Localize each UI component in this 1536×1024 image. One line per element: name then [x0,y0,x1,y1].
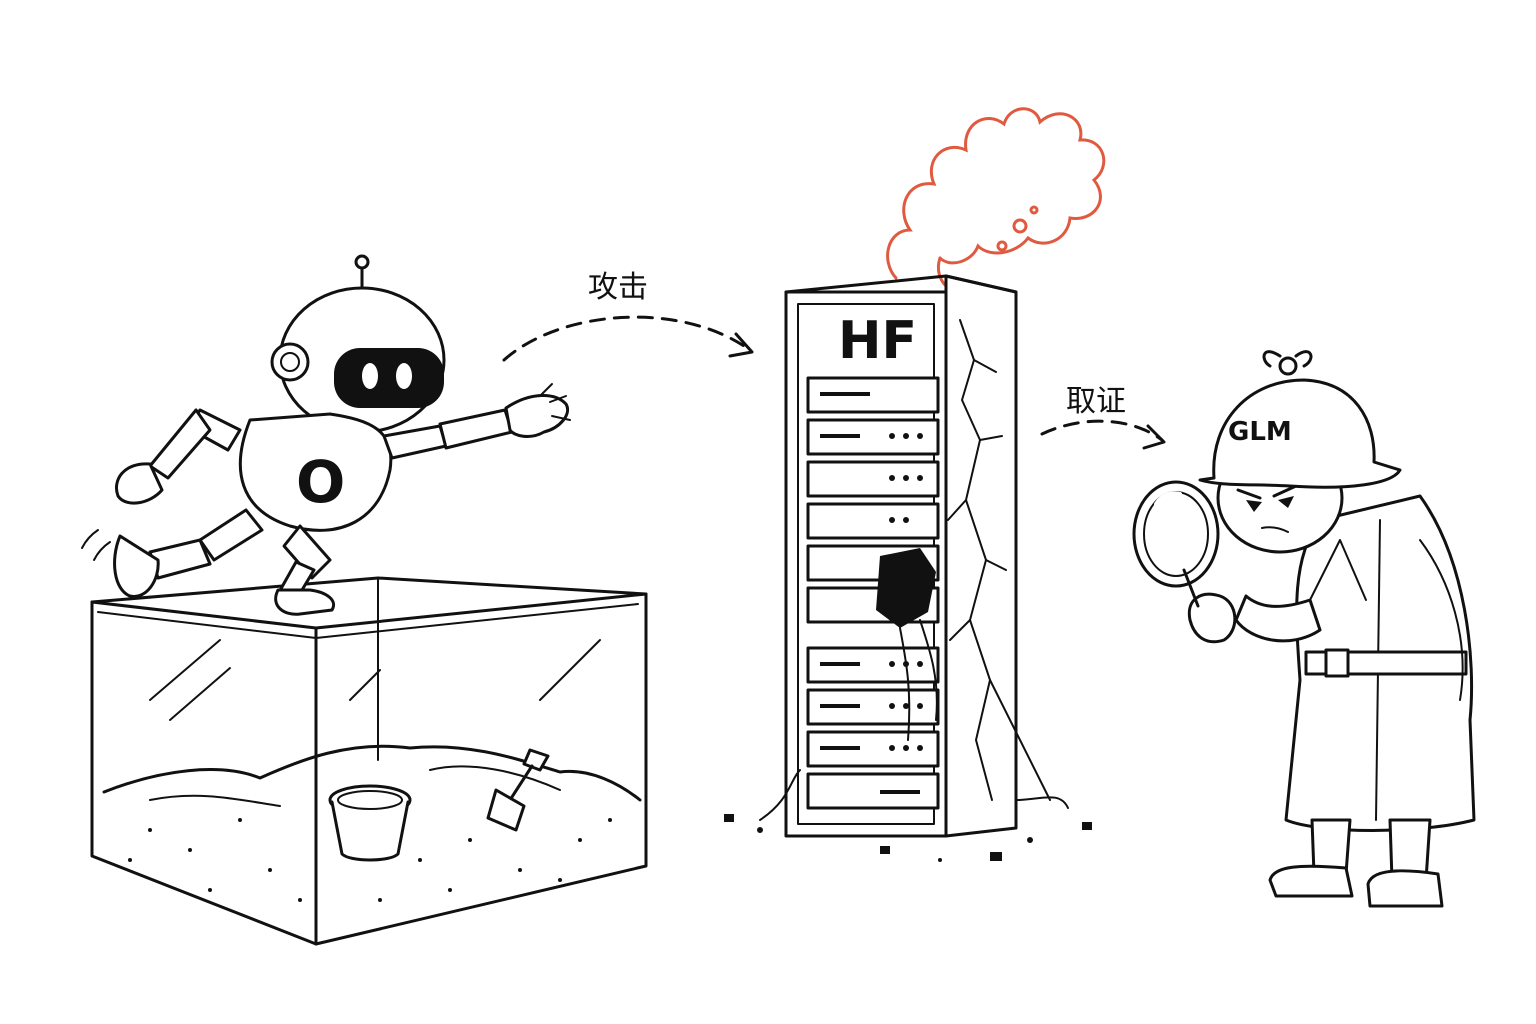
rack-label: HF [838,311,917,371]
forensics-arrow [1040,419,1166,450]
robot-character: O [81,254,571,616]
attack-label: 攻击 [588,270,648,305]
magnifying-glass [1132,480,1220,608]
sand-shovel [486,748,550,832]
robot-chest-letter: O [296,448,345,516]
server-indicator-lights [820,392,923,794]
hat-label: GLM [1228,417,1292,447]
sand-texture [128,818,612,902]
attack-arrow [502,315,754,362]
sandbox-glass-box [90,576,648,946]
rack-debris [724,814,1092,862]
server-rack: HF [724,274,1092,862]
sand-bucket [328,784,412,862]
smoke-cloud [886,107,1106,288]
detective-character: GLM [1132,350,1476,908]
rack-damage-hole [876,548,936,628]
forensics-label: 取证 [1066,384,1126,419]
